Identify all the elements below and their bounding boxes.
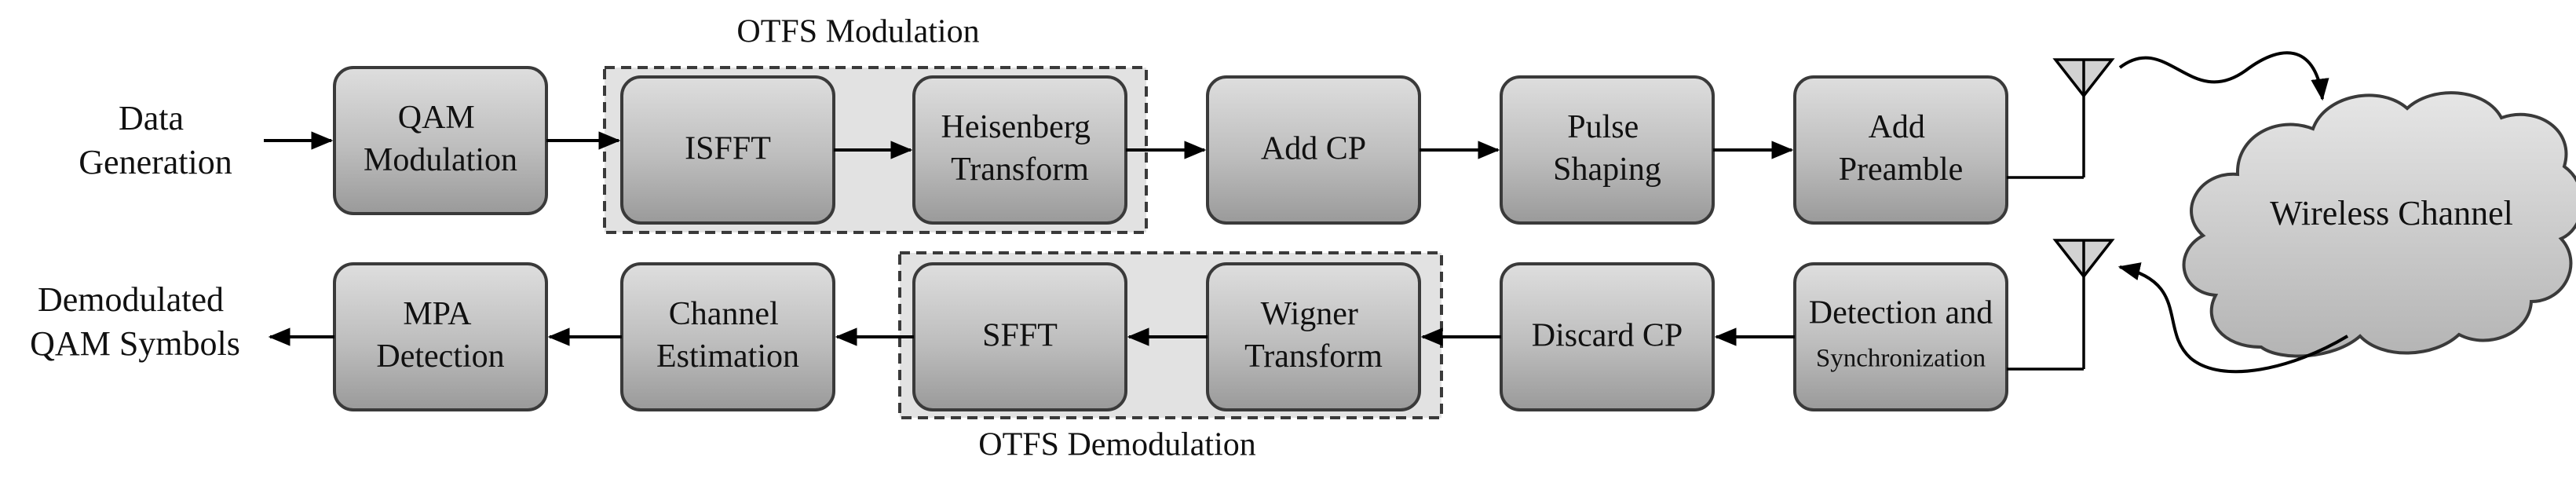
svg-text:MPA Detection: MPA Detection <box>376 296 504 375</box>
channel-estimation-block: Channel Estimation <box>620 262 835 411</box>
otfs-modulation-label: OTFS Modulation <box>736 14 979 50</box>
add-preamble-block: Add Preamble <box>1793 75 2008 225</box>
wigner-line2: Transform <box>1244 338 1383 375</box>
detection-synchronization-block: Detection and Synchronization <box>1793 262 2008 411</box>
svg-text:Pulse Shaping: Pulse Shaping <box>1553 109 1661 188</box>
mpa-line1: MPA <box>403 296 472 332</box>
wigner-transform-block: Wigner Transform <box>1206 262 1421 411</box>
isfft-block: ISFFT <box>620 75 835 225</box>
otfs-demodulation-label: OTFS Demodulation <box>978 427 1256 463</box>
svg-text:Wigner Transform: Wigner Transform <box>1244 296 1383 375</box>
channel-to-rx-link <box>2117 262 2349 374</box>
channel-estimation-line1: Channel <box>669 296 779 332</box>
pulse-shaping-block: Pulse Shaping <box>1500 75 1715 225</box>
demodulated-line2: QAM Symbols <box>30 324 240 363</box>
channel-estimation-line2: Estimation <box>656 338 799 375</box>
svg-text:Add Preamble: Add Preamble <box>1839 109 1964 188</box>
rx-antenna-icon <box>2007 239 2115 371</box>
synchronization-line2: Synchronization <box>1816 345 1986 373</box>
add-preamble-line2: Preamble <box>1839 152 1964 188</box>
demodulated-line1: Demodulated <box>38 280 224 319</box>
heisenberg-line2: Transform <box>951 152 1089 188</box>
qam-modulation-line2: Modulation <box>364 142 517 178</box>
detection-line1: Detection and <box>1809 295 1993 331</box>
svg-text:QAM Modulation: QAM Modulation <box>364 100 517 178</box>
add-cp-label: Add CP <box>1261 131 1366 167</box>
sfft-label: SFFT <box>982 318 1058 354</box>
wireless-channel-label: Wireless Channel <box>2270 194 2513 232</box>
pulse-shaping-line1: Pulse <box>1567 109 1639 145</box>
tx-antenna-icon <box>2007 58 2115 179</box>
discard-cp-label: Discard CP <box>1532 318 1683 354</box>
add-cp-block: Add CP <box>1206 75 1421 225</box>
sfft-block: SFFT <box>912 262 1127 411</box>
data-generation-line2: Generation <box>79 143 232 181</box>
qam-modulation-block: QAM Modulation <box>333 66 548 215</box>
discard-cp-block: Discard CP <box>1500 262 1715 411</box>
qam-modulation-line1: QAM <box>398 100 475 136</box>
data-generation-label: Data Generation <box>79 99 232 181</box>
heisenberg-transform-block: Heisenberg Transform <box>912 75 1127 225</box>
isfft-label: ISFFT <box>685 131 771 167</box>
demodulated-symbols-label: Demodulated QAM Symbols <box>30 280 240 363</box>
wigner-line1: Wigner <box>1261 296 1358 332</box>
data-generation-line1: Data <box>119 99 184 137</box>
tx-to-channel-link <box>2118 51 2329 101</box>
svg-text:Channel Estimation: Channel Estimation <box>656 296 799 375</box>
pulse-shaping-line2: Shaping <box>1553 152 1661 188</box>
mpa-line2: Detection <box>376 338 504 375</box>
svg-text:Heisenberg Transform: Heisenberg Transform <box>941 109 1099 188</box>
mpa-detection-block: MPA Detection <box>333 262 548 411</box>
heisenberg-line1: Heisenberg <box>941 109 1091 145</box>
wireless-channel-cloud-icon: Wireless Channel <box>2182 91 2576 358</box>
add-preamble-line1: Add <box>1869 109 1925 145</box>
